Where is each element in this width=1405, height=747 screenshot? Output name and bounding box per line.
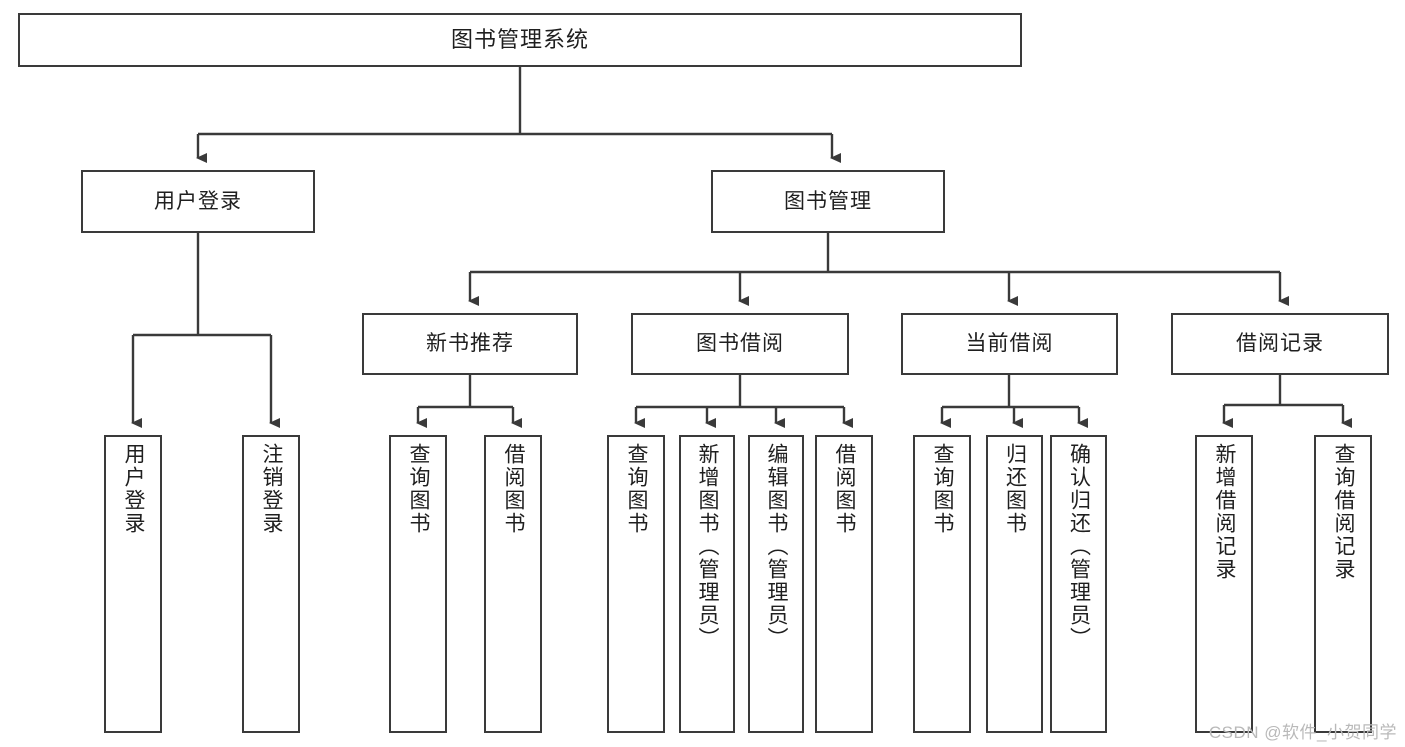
leaf-add-borrow-record[interactable]: 新增借阅记录 xyxy=(1195,435,1253,733)
node-label: 编辑图书（管理员） xyxy=(765,443,789,650)
leaf-borrow-book-recommend[interactable]: 借阅图书 xyxy=(484,435,542,733)
node-label: 查询图书 xyxy=(931,443,955,535)
node-label: 新书推荐 xyxy=(426,332,514,356)
leaf-query-book-recommend[interactable]: 查询图书 xyxy=(389,435,447,733)
leaf-return-book[interactable]: 归还图书 xyxy=(986,435,1043,733)
leaf-borrow-book[interactable]: 借阅图书 xyxy=(815,435,873,733)
node-label: 新增图书（管理员） xyxy=(696,443,720,650)
node-user-login[interactable]: 用户登录 xyxy=(81,170,315,233)
node-label: 新增借阅记录 xyxy=(1213,443,1237,581)
node-label: 借阅图书 xyxy=(502,443,526,535)
node-root-system[interactable]: 图书管理系统 xyxy=(18,13,1022,67)
node-label: 查询图书 xyxy=(625,443,649,535)
node-label: 注销登录 xyxy=(260,443,284,535)
node-label: 查询图书 xyxy=(407,443,431,535)
leaf-logout[interactable]: 注销登录 xyxy=(242,435,300,733)
node-current-borrow[interactable]: 当前借阅 xyxy=(901,313,1118,375)
leaf-edit-book-admin[interactable]: 编辑图书（管理员） xyxy=(748,435,804,733)
node-label: 确认归还（管理员） xyxy=(1067,443,1091,650)
leaf-user-login[interactable]: 用户登录 xyxy=(104,435,162,733)
csdn-watermark: CSDN @软件_小贺同学 xyxy=(1208,723,1397,742)
node-label: 图书借阅 xyxy=(696,332,784,356)
node-label: 借阅记录 xyxy=(1236,332,1324,356)
node-label: 用户登录 xyxy=(122,443,146,535)
node-new-book-recommend[interactable]: 新书推荐 xyxy=(362,313,578,375)
leaf-query-book-current[interactable]: 查询图书 xyxy=(913,435,971,733)
node-label: 借阅图书 xyxy=(833,443,857,535)
node-book-borrow[interactable]: 图书借阅 xyxy=(631,313,849,375)
node-label: 图书管理 xyxy=(784,189,872,213)
leaf-query-book-borrow[interactable]: 查询图书 xyxy=(607,435,665,733)
node-label: 当前借阅 xyxy=(965,332,1054,356)
node-label: 图书管理系统 xyxy=(450,26,589,52)
node-borrow-record[interactable]: 借阅记录 xyxy=(1171,313,1389,375)
leaf-query-borrow-record[interactable]: 查询借阅记录 xyxy=(1314,435,1372,733)
leaf-add-book-admin[interactable]: 新增图书（管理员） xyxy=(679,435,735,733)
node-label: 查询借阅记录 xyxy=(1332,443,1356,581)
node-label: 归还图书 xyxy=(1003,443,1027,535)
leaf-confirm-return-admin[interactable]: 确认归还（管理员） xyxy=(1050,435,1107,733)
node-book-management[interactable]: 图书管理 xyxy=(711,170,945,233)
node-label: 用户登录 xyxy=(154,189,242,213)
